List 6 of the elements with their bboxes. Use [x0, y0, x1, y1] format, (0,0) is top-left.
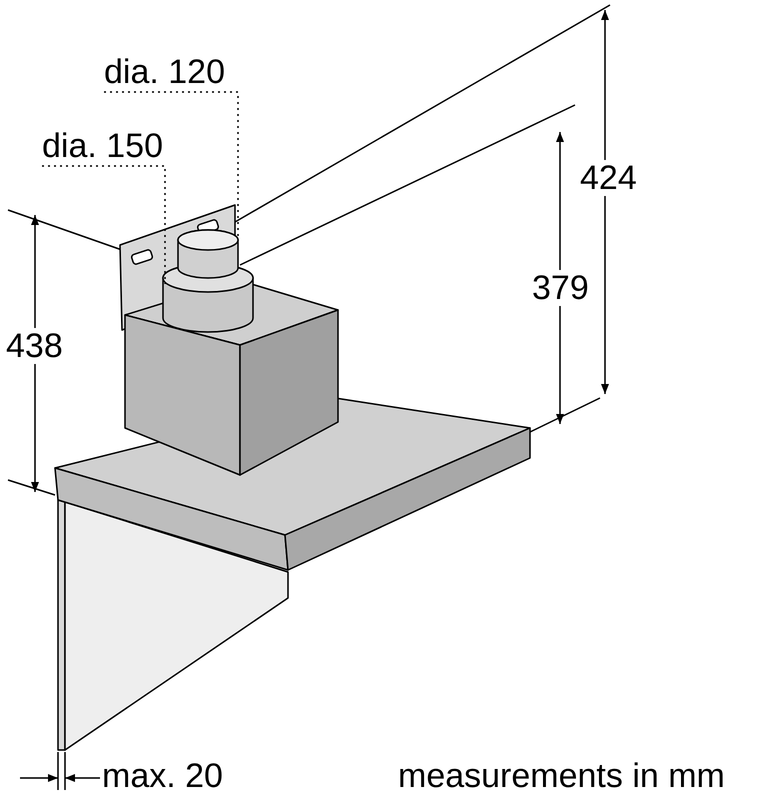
- leader-line: [42, 165, 166, 284]
- dimension-value: 424: [578, 160, 639, 196]
- duct-collar-small: [177, 229, 239, 279]
- diameter-label: dia. 120: [104, 54, 225, 90]
- leader-line: [104, 91, 239, 238]
- diameter-label: dia. 150: [42, 128, 163, 164]
